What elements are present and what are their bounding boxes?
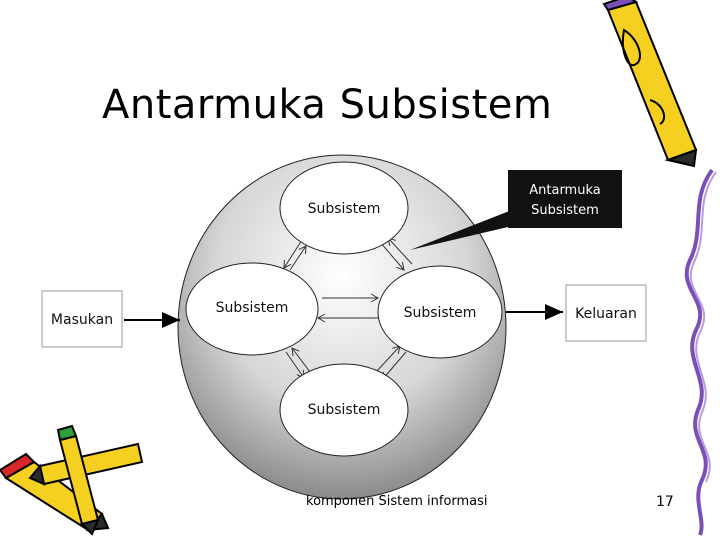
output-box — [565, 284, 647, 342]
subsystem-left-label: Subsistem — [216, 300, 289, 316]
subsystem-top-node — [279, 161, 409, 255]
subsystem-right-label: Subsistem — [404, 305, 477, 321]
callout-box — [508, 170, 622, 228]
page-number: 17 — [656, 494, 674, 510]
slide-title: Antarmuka Subsistem — [102, 82, 553, 128]
subsystem-top-label: Subsistem — [308, 201, 381, 217]
callout-line-1: Antarmuka — [529, 183, 600, 198]
pencils-icon — [0, 424, 144, 536]
callout-pointer — [410, 210, 512, 250]
callout-line-2: Subsistem — [531, 203, 599, 218]
curly-ribbon-icon — [684, 168, 714, 536]
subsystem-bottom-node — [279, 363, 409, 457]
subsystem-left-node — [185, 262, 319, 356]
curly-ribbon-highlight — [689, 171, 717, 483]
slide-footer: komponen Sistem informasi — [306, 494, 488, 509]
input-box — [41, 290, 123, 348]
subsystem-right-node — [377, 265, 503, 359]
subsystem-bottom-label: Subsistem — [308, 402, 381, 418]
pencil-icon — [602, 0, 698, 168]
input-label: Masukan — [51, 312, 113, 328]
output-label: Keluaran — [575, 306, 637, 322]
